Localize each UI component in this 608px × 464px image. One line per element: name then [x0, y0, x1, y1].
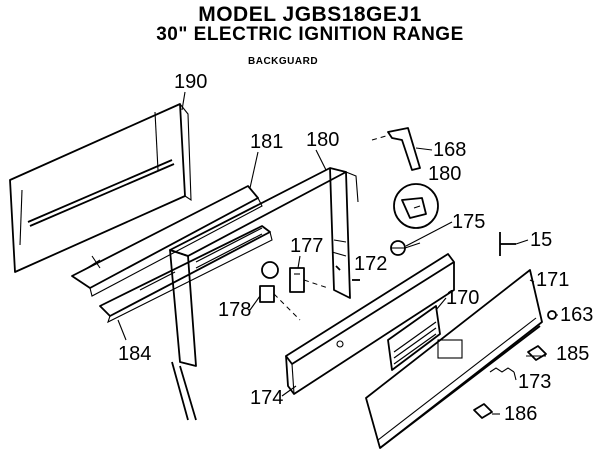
callout-170: 170	[446, 287, 479, 309]
callout-175: 175	[452, 211, 485, 233]
callout-168: 168	[433, 139, 466, 161]
part-171-glass	[365, 269, 543, 449]
part-184-lower-rail	[99, 225, 273, 341]
callout-163: 163	[560, 304, 593, 326]
part-170-vent	[387, 305, 441, 371]
callout-181: 181	[250, 131, 283, 153]
callout-180a: 180	[306, 129, 339, 151]
callout-177: 177	[290, 235, 323, 257]
model-title: MODEL JGBS18GEJ1	[198, 3, 422, 26]
part-180-detail	[393, 183, 439, 229]
part-174-control-panel	[285, 253, 455, 395]
callout-173: 173	[518, 371, 551, 393]
callout-15: 15	[530, 229, 552, 251]
part-181-trim-rail	[71, 185, 263, 297]
callout-190: 190	[174, 71, 207, 93]
part-178-clip	[259, 261, 301, 321]
part-173-spring	[489, 367, 515, 373]
part-172-screws	[335, 265, 360, 281]
callout-174: 174	[250, 387, 283, 409]
part-15-knob	[499, 232, 516, 256]
part-168-bracket	[371, 127, 421, 171]
part-186-clip	[473, 403, 493, 419]
callout-171: 171	[536, 269, 569, 291]
callout-178: 178	[218, 299, 251, 321]
part-185-clip	[527, 345, 547, 361]
leader-lines	[181, 91, 558, 415]
part-175-switch	[390, 240, 421, 256]
section-label: BACKGUARD	[248, 56, 319, 67]
range-description: 30" ELECTRIC IGNITION RANGE	[156, 24, 464, 45]
callout-186: 186	[504, 403, 537, 425]
part-180-backguard-frame	[169, 167, 359, 421]
callout-185: 185	[556, 343, 589, 365]
part-190-rear-panel	[9, 103, 192, 273]
callout-180b: 180	[428, 163, 461, 185]
part-163-screw	[547, 310, 557, 320]
callout-172: 172	[354, 253, 387, 275]
part-177-terminal	[289, 267, 329, 293]
callout-184: 184	[118, 343, 151, 365]
